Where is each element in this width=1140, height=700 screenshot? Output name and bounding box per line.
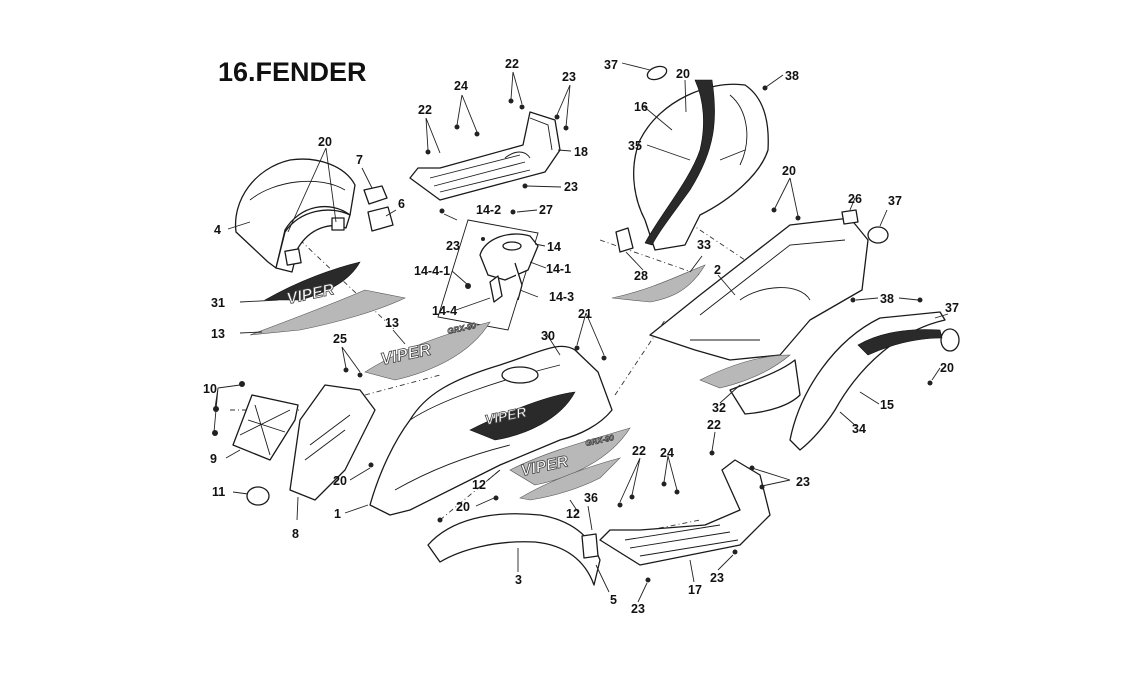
- callout-31: 31: [211, 296, 225, 310]
- callout-1: 1: [334, 507, 341, 521]
- callout-8: 8: [292, 527, 299, 541]
- callout-24-a: 24: [454, 79, 468, 93]
- part-1-front-body: VIPER: [369, 345, 613, 516]
- callout-14-2: 14-2: [476, 203, 501, 217]
- callout-38-b: 38: [880, 292, 894, 306]
- callout-23-f: 23: [796, 475, 810, 489]
- callout-14-1: 14-1: [546, 262, 571, 276]
- callout-34: 34: [852, 422, 866, 436]
- callout-25: 25: [333, 332, 347, 346]
- callout-26: 26: [848, 192, 862, 206]
- callout-36: 36: [584, 491, 598, 505]
- part-4-front-guard: [234, 158, 356, 273]
- callout-7: 7: [356, 153, 363, 167]
- part-18-footrest: [409, 111, 561, 201]
- callout-20-a: 20: [318, 135, 332, 149]
- callout-3: 3: [515, 573, 522, 587]
- diagram-title: 16.FENDER: [218, 57, 367, 87]
- callout-labels: 4 20 7 6 31 13 13 25 10 9 11 8 20 1 22 2…: [203, 57, 959, 616]
- callout-37-c: 37: [945, 301, 959, 315]
- callout-21: 21: [578, 307, 592, 321]
- callout-22-c: 22: [632, 444, 646, 458]
- callout-9: 9: [210, 452, 217, 466]
- decal-13-center: VIPER GRX-90: [364, 321, 491, 381]
- callout-37-b: 37: [888, 194, 902, 208]
- part-16-rear-shell: [633, 79, 769, 251]
- callout-20-f: 20: [940, 361, 954, 375]
- callout-18: 18: [574, 145, 588, 159]
- callout-15: 15: [880, 398, 894, 412]
- callout-23-d: 23: [631, 602, 645, 616]
- decal-12-lower: VIPER GRX-90: [509, 427, 631, 501]
- callout-20-b: 20: [333, 474, 347, 488]
- callout-14-4-1: 14-4-1: [414, 264, 450, 278]
- part-17-footrest: [599, 459, 771, 566]
- callout-14-3: 14-3: [549, 290, 574, 304]
- part-3-lower-fender: [427, 513, 601, 586]
- callout-6: 6: [398, 197, 405, 211]
- callout-20-e: 20: [782, 164, 796, 178]
- part-8-9-grill: [212, 381, 376, 506]
- callout-13-b: 13: [385, 316, 399, 330]
- callout-5: 5: [610, 593, 617, 607]
- callout-4: 4: [214, 223, 221, 237]
- callout-35: 35: [628, 139, 642, 153]
- part-2-rear-body: [649, 217, 869, 361]
- callout-28: 28: [634, 269, 648, 283]
- callout-23-a: 23: [562, 70, 576, 84]
- callout-22-b: 22: [505, 57, 519, 71]
- callout-17: 17: [688, 583, 702, 597]
- callout-33: 33: [697, 238, 711, 252]
- part-15-rear-fender: [789, 311, 946, 451]
- callout-38-a: 38: [785, 69, 799, 83]
- part-37-caps: [646, 65, 960, 352]
- leader-lines: [213, 62, 949, 603]
- callout-12-b: 12: [566, 507, 580, 521]
- callout-12-a: 12: [472, 478, 486, 492]
- callout-23-b: 23: [564, 180, 578, 194]
- callout-30: 30: [541, 329, 555, 343]
- callout-14-4: 14-4: [432, 304, 457, 318]
- callout-20-c: 20: [456, 500, 470, 514]
- callout-24-b: 24: [660, 446, 674, 460]
- callout-22-d: 22: [707, 418, 721, 432]
- decal-31-13-left: VIPER: [249, 261, 406, 336]
- callout-32: 32: [712, 401, 726, 415]
- part-14-assembly: [437, 219, 539, 331]
- callout-16: 16: [634, 100, 648, 114]
- part-32-rear-decal: [699, 354, 801, 415]
- decals-33-28-26: [611, 209, 859, 303]
- callout-23-e: 23: [710, 571, 724, 585]
- callout-22-a: 22: [418, 103, 432, 117]
- callout-20-d: 20: [676, 67, 690, 81]
- callout-27: 27: [539, 203, 553, 217]
- callout-37-a: 37: [604, 58, 618, 72]
- callout-2: 2: [714, 263, 721, 277]
- callout-11: 11: [212, 485, 225, 499]
- part-7-6-labels: [363, 185, 394, 232]
- callout-10: 10: [203, 382, 217, 396]
- callout-14: 14: [547, 240, 561, 254]
- callout-13-a: 13: [211, 327, 225, 341]
- callout-23-c: 23: [446, 239, 460, 253]
